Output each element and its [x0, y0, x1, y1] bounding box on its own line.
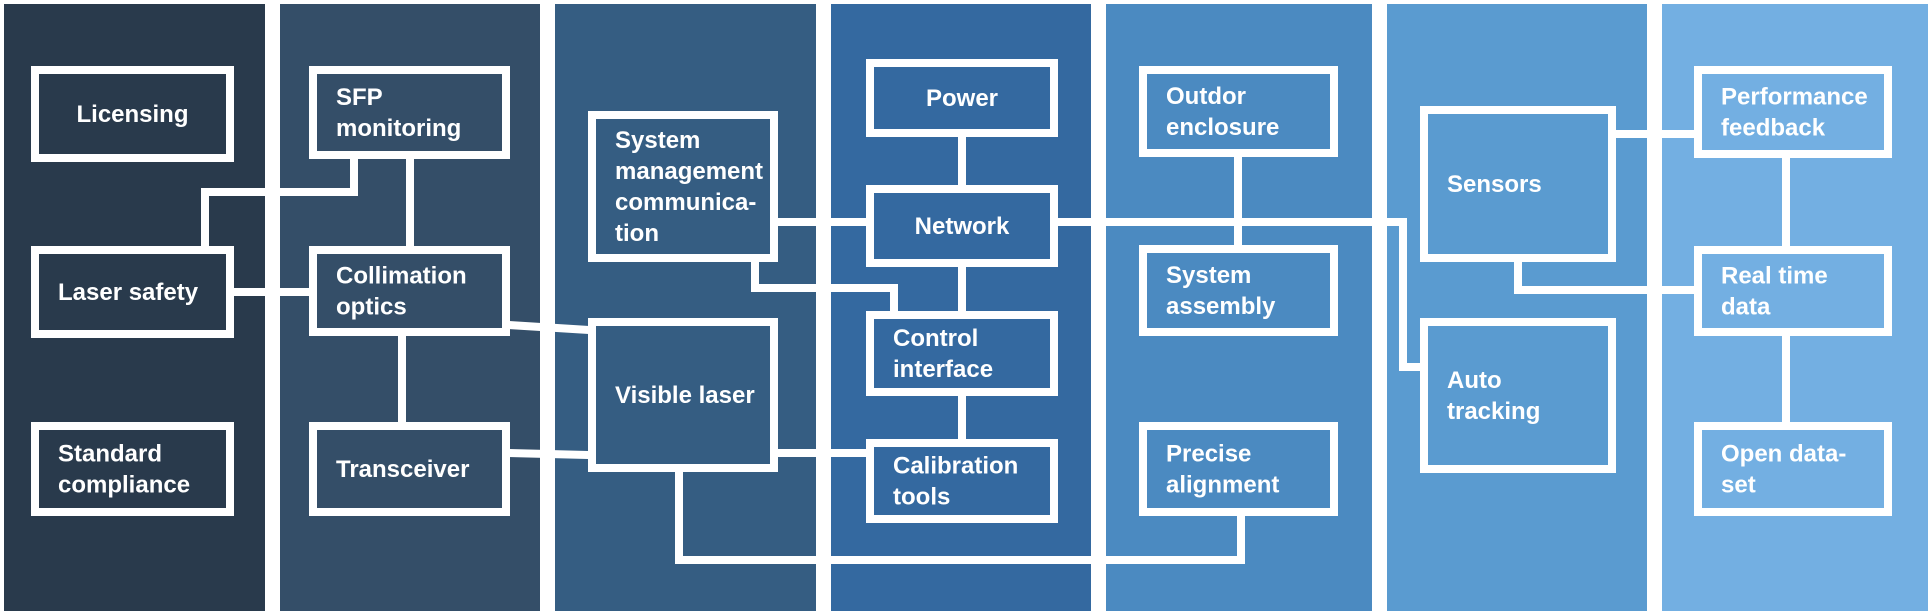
box-laser-safety-label-line: Laser safety — [58, 279, 199, 306]
box-outdoor-enclosure-label-line: Outdor — [1166, 83, 1246, 110]
box-system-management-communication-label-line: management — [615, 158, 763, 185]
box-standard-compliance-label-line: Standard — [58, 441, 162, 468]
connector-sfp-monitoring-to-laser-safety — [201, 154, 358, 251]
box-auto-tracking: Auto tracking — [1420, 318, 1616, 473]
box-calibration-tools-label-line: tools — [893, 484, 950, 511]
box-control-interface-label-line: interface — [893, 356, 993, 383]
box-visible-laser-label-line: Visible laser — [615, 382, 755, 409]
box-standard-compliance-label-line: compliance — [58, 472, 190, 499]
box-precise-alignment-frame — [1139, 422, 1338, 516]
box-collimation-optics-frame — [309, 246, 510, 336]
connector-network-to-auto-tracking — [1053, 218, 1425, 371]
box-open-data-set-label-line: set — [1721, 472, 1756, 499]
box-visible-laser-frame — [588, 318, 778, 472]
box-outdoor-enclosure-frame — [1139, 66, 1338, 157]
connector-sensors-to-real-time-data — [1514, 257, 1699, 294]
box-auto-tracking-label-line: Auto — [1447, 367, 1502, 394]
box-system-management-communication-label-line: tion — [615, 220, 659, 247]
box-transceiver-label-line: Transceiver — [336, 456, 469, 483]
connector-system-management-communication-to-control-interface — [751, 257, 898, 316]
box-licensing-label-line: Licensing — [76, 101, 188, 128]
box-licensing-frame — [31, 66, 234, 162]
box-network-label-line: Network — [915, 213, 1010, 240]
box-system-assembly-frame — [1139, 245, 1338, 336]
box-outdoor-enclosure: Outdor enclosure — [1139, 66, 1338, 157]
connector-collimation-optics-to-visible-laser — [504, 320, 594, 335]
box-precise-alignment-label-line: alignment — [1166, 472, 1279, 499]
box-sfp-monitoring-frame — [309, 66, 510, 159]
box-performance-feedback-frame — [1694, 66, 1892, 158]
box-collimation-optics-label-line: optics — [336, 294, 407, 321]
box-power-label-line: Power — [926, 85, 998, 112]
col-6-band — [1387, 4, 1647, 611]
box-system-assembly-label-line: assembly — [1166, 293, 1276, 320]
box-open-data-set-label-line: Open data- — [1721, 441, 1846, 468]
box-transceiver: Transceiver — [309, 422, 510, 516]
box-open-data-set-frame — [1694, 422, 1892, 516]
box-calibration-tools: Calibration tools — [866, 439, 1058, 523]
box-real-time-data-frame — [1694, 246, 1892, 336]
box-licensing: Licensing — [31, 66, 234, 162]
box-power: Power — [866, 59, 1058, 137]
box-sfp-monitoring: SFP monitoring — [309, 66, 510, 159]
box-visible-laser: Visible laser — [588, 318, 778, 472]
box-standard-compliance-frame — [31, 422, 234, 516]
box-real-time-data-label-line: data — [1721, 294, 1771, 321]
box-performance-feedback-label-line: Performance — [1721, 84, 1868, 111]
box-network: Network — [866, 185, 1058, 267]
box-performance-feedback: Performance feedback — [1694, 66, 1892, 158]
box-network-frame — [866, 185, 1058, 267]
box-system-assembly: System assembly — [1139, 245, 1338, 336]
connector-transceiver-to-visible-laser — [504, 448, 594, 460]
box-system-management-communication: System management communica-tion — [588, 111, 778, 262]
box-open-data-set: Open data-set — [1694, 422, 1892, 516]
box-control-interface-label-line: Control — [893, 325, 978, 352]
box-system-management-communication-frame — [588, 111, 778, 262]
box-calibration-tools-label-line: Calibration — [893, 453, 1018, 480]
box-sensors: Sensors — [1420, 106, 1616, 262]
box-collimation-optics: Collimation optics — [309, 246, 510, 336]
connector-visible-laser-to-precise-alignment — [675, 467, 1245, 564]
box-sensors-frame — [1420, 106, 1616, 262]
box-real-time-data: Real time data — [1694, 246, 1892, 336]
box-performance-feedback-label-line: feedback — [1721, 115, 1826, 142]
box-sfp-monitoring-label-line: monitoring — [336, 115, 461, 142]
box-collimation-optics-label-line: Collimation — [336, 263, 467, 290]
box-system-management-communication-label-line: communica- — [615, 189, 756, 216]
box-system-assembly-label-line: System — [1166, 262, 1251, 289]
box-laser-safety-frame — [31, 246, 234, 338]
box-outdoor-enclosure-label-line: enclosure — [1166, 114, 1279, 141]
box-sensors-label-line: Sensors — [1447, 171, 1542, 198]
box-calibration-tools-frame — [866, 439, 1058, 523]
box-auto-tracking-frame — [1420, 318, 1616, 473]
box-laser-safety: Laser safety — [31, 246, 234, 338]
box-precise-alignment: Precise alignment — [1139, 422, 1338, 516]
box-standard-compliance: Standard compliance — [31, 422, 234, 516]
col-3-band — [555, 4, 816, 611]
box-real-time-data-label-line: Real time — [1721, 263, 1828, 290]
box-auto-tracking-label-line: tracking — [1447, 398, 1540, 425]
box-control-interface: Control interface — [866, 311, 1058, 396]
box-precise-alignment-label-line: Precise — [1166, 441, 1251, 468]
box-system-management-communication-label-line: System — [615, 127, 700, 154]
box-sfp-monitoring-label-line: SFP — [336, 84, 383, 111]
box-power-frame — [866, 59, 1058, 137]
box-control-interface-frame — [866, 311, 1058, 396]
connector-lines — [201, 130, 1790, 564]
box-transceiver-frame — [309, 422, 510, 516]
